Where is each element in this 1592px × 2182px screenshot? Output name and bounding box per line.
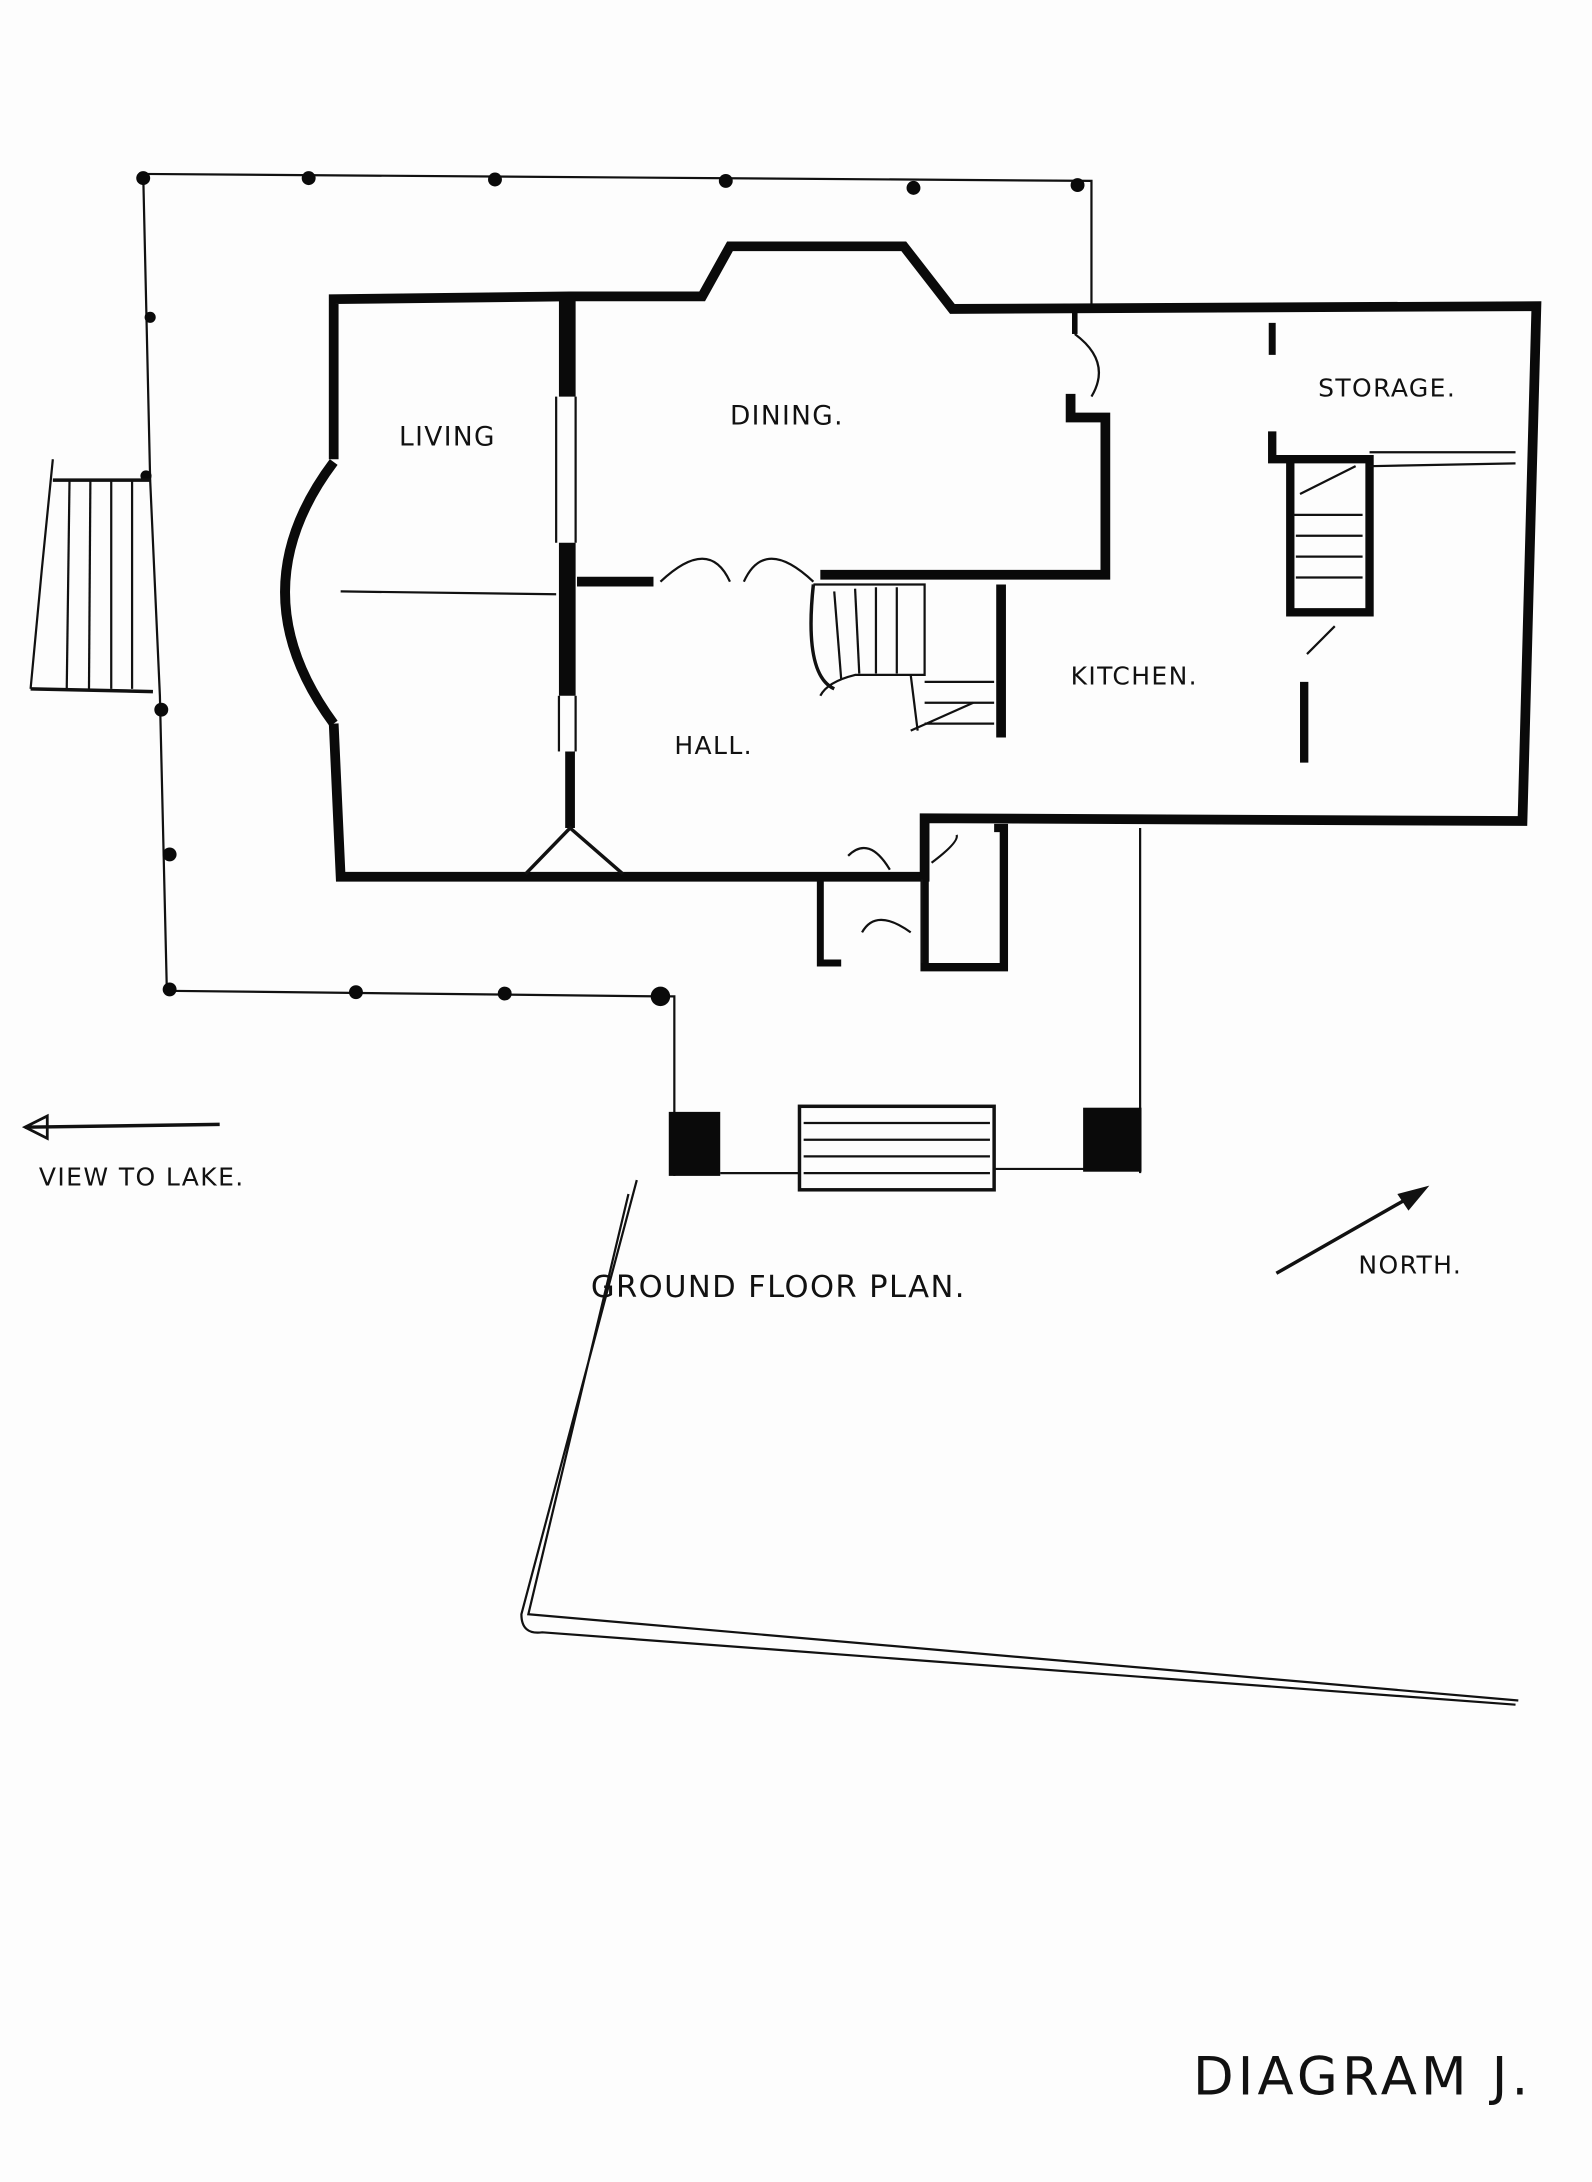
plan-title: GROUND FLOOR PLAN.	[591, 1270, 966, 1305]
view-arrow-icon	[21, 1113, 220, 1141]
front-steps	[797, 1104, 996, 1192]
north-arrow-icon	[1275, 1185, 1430, 1275]
room-label-dining: DINING.	[730, 400, 844, 431]
diagram-title: DIAGRAM J.	[1193, 2046, 1533, 2107]
front-entrance	[668, 1104, 1142, 1192]
entry-pier-right	[1083, 1107, 1142, 1172]
entry-pier-left	[668, 1111, 721, 1176]
porch-outline	[142, 172, 1142, 1176]
interior-walls	[340, 296, 1516, 876]
side-stairs	[29, 459, 153, 694]
room-label-living: LIVING	[399, 421, 496, 452]
room-label-storage: STORAGE.	[1318, 374, 1456, 403]
porch-posts	[136, 171, 1085, 1007]
room-label-hall: HALL.	[674, 731, 753, 760]
exterior-walls	[280, 241, 1542, 882]
north-label: NORTH.	[1358, 1250, 1462, 1279]
room-label-kitchen: KITCHEN.	[1071, 662, 1198, 691]
view-to-lake-label: VIEW TO LAKE.	[39, 1163, 245, 1192]
entry-vestibule	[816, 823, 1009, 972]
site-boundary-line	[520, 1179, 1519, 1706]
